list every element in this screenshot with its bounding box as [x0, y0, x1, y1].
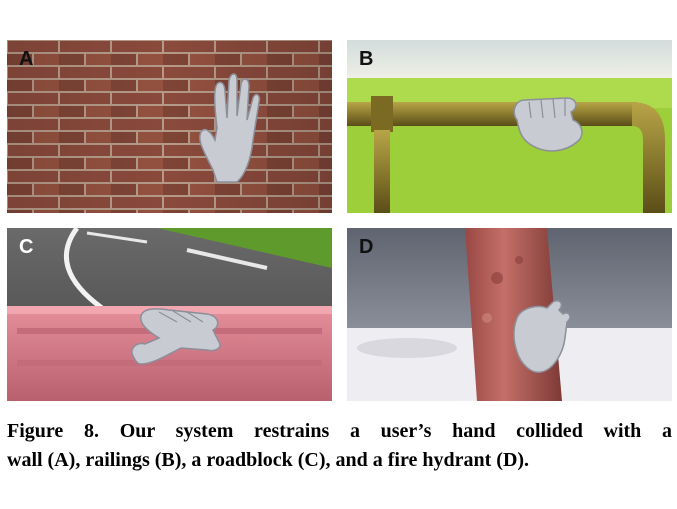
railings-scene-image: [347, 40, 672, 213]
wall-scene-image: [7, 40, 332, 213]
panel-label-b: B: [359, 48, 374, 70]
panel-a-wall: A: [7, 40, 332, 213]
caption-line-2: wall (A), railings (B), a roadblock (C),…: [7, 449, 530, 471]
fire-hydrant-scene-image: [347, 228, 672, 401]
hand-icon: [513, 299, 571, 373]
panel-label-c: C: [19, 236, 34, 258]
figure-caption: Figure 8. Our system restrains a user’s …: [7, 417, 672, 475]
roadblock-scene-image: [7, 228, 332, 401]
hand-icon: [513, 97, 583, 152]
panel-label-d: D: [359, 236, 374, 258]
caption-line-1: Figure 8. Our system restrains a user’s …: [7, 420, 672, 442]
panel-c-roadblock: C: [7, 228, 332, 401]
panel-d-fire-hydrant: D: [347, 228, 672, 401]
panel-label-a: A: [19, 48, 34, 70]
hand-icon: [131, 308, 221, 365]
hand-icon: [199, 73, 261, 183]
panel-b-railings: B: [347, 40, 672, 213]
